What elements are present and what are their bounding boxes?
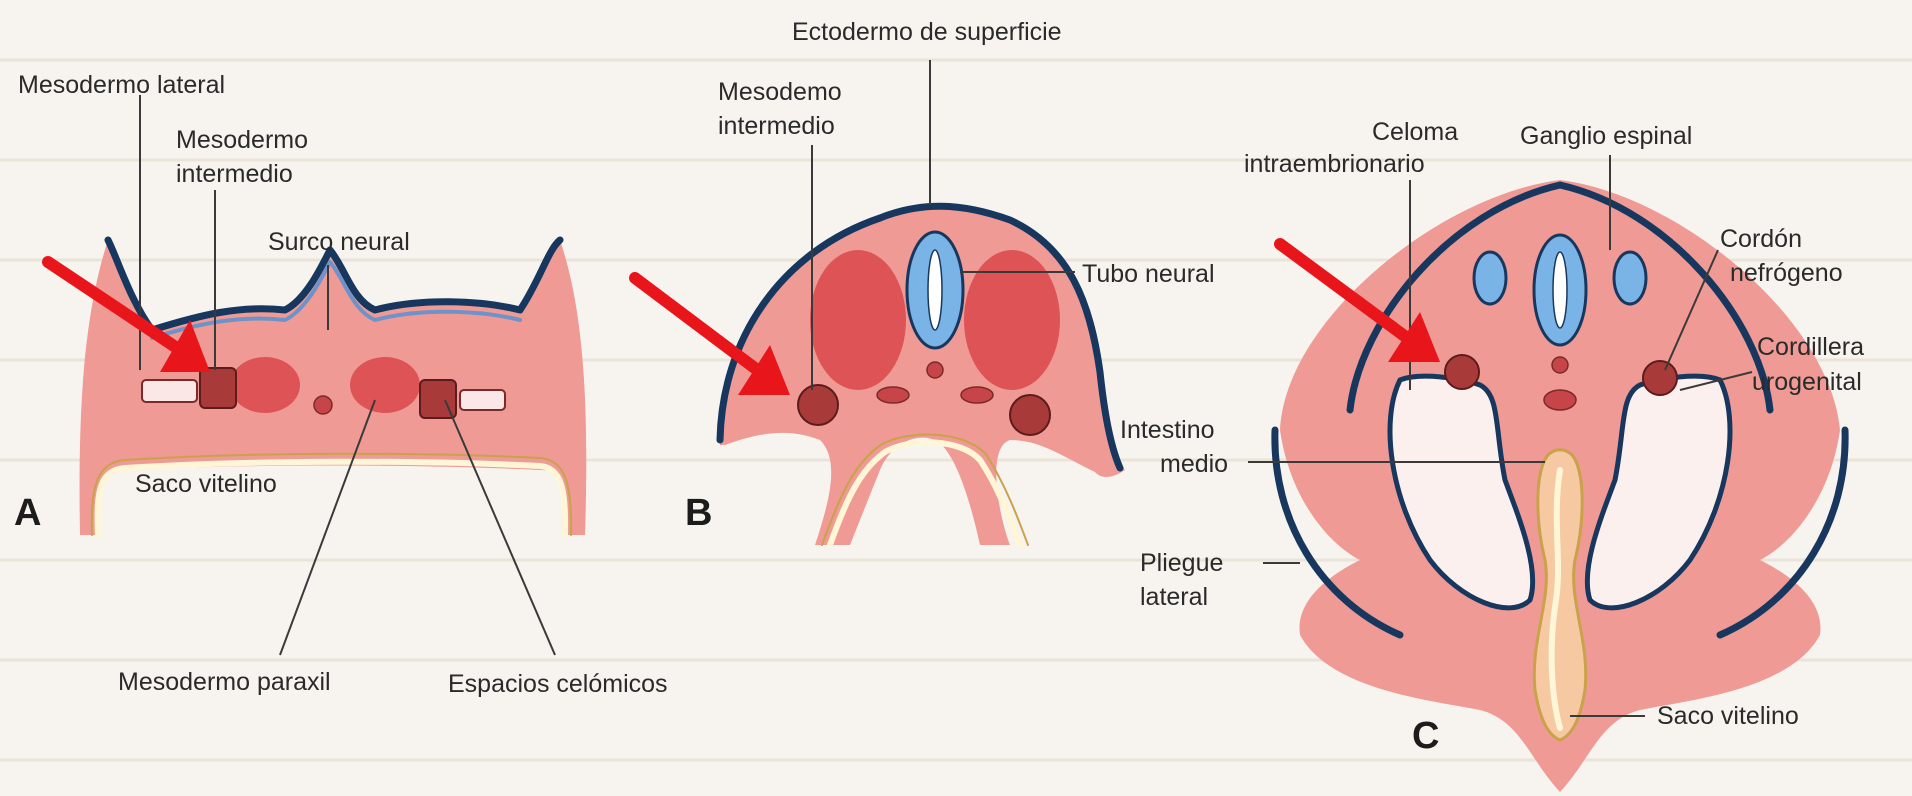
label-cordillera-2: urogenital (1752, 368, 1862, 396)
label-saco-vitelino-c: Saco vitelino (1657, 702, 1799, 730)
panel-c-ganglion-right (1614, 252, 1646, 304)
panel-b-notochord (927, 362, 943, 378)
panel-letter-b: B (685, 492, 712, 534)
label-mesodemo-intermedio-2: intermedio (718, 112, 835, 140)
label-surco-neural: Surco neural (268, 228, 410, 256)
label-cordillera-1: Cordillera (1757, 333, 1864, 361)
label-tubo-neural: Tubo neural (1082, 260, 1215, 288)
label-saco-vitelino-a: Saco vitelino (135, 470, 277, 498)
arrow-b-shaft (635, 278, 760, 372)
label-celoma-2: intraembrionario (1244, 150, 1425, 178)
panel-letter-c: C (1412, 715, 1439, 757)
panel-a-coelomic-space-right (460, 390, 505, 410)
panel-b-intermediate-right (1010, 395, 1050, 435)
label-celoma-1: Celoma (1372, 118, 1458, 146)
panel-c-neural-tube-lumen (1553, 252, 1567, 328)
label-pliegue-1: Pliegue (1140, 549, 1223, 577)
panel-b: Ectodermo de superficie Mesodemo interme… (635, 18, 1215, 545)
label-mesodermo-intermedio-1: Mesodermo (176, 126, 308, 154)
panel-letter-a: A (14, 492, 41, 534)
panel-b-intermediate-left (798, 385, 838, 425)
panel-b-aorta-right (961, 387, 993, 403)
label-mesodemo-intermedio-1: Mesodemo (718, 78, 842, 106)
label-pliegue-2: lateral (1140, 583, 1208, 611)
panel-b-aorta-left (877, 387, 909, 403)
panel-a: Mesodermo lateral Mesodermo intermedio S… (14, 71, 668, 698)
panel-a-notochord (314, 396, 332, 414)
panel-c-nephro-right (1643, 361, 1677, 395)
label-mesodermo-paraxil: Mesodermo paraxil (118, 668, 331, 696)
panel-b-paraxial-left (810, 250, 906, 390)
label-ganglio-espinal: Ganglio espinal (1520, 122, 1692, 150)
panel-c-notochord (1552, 357, 1568, 373)
label-cordon-1: Cordón (1720, 225, 1802, 253)
panel-b-neural-tube-lumen (928, 250, 942, 330)
panel-a-paraxial-left (230, 357, 300, 413)
panel-a-paraxial-right (350, 357, 420, 413)
label-espacios-celomicos: Espacios celómicos (448, 670, 668, 698)
label-intestino-1: Intestino (1120, 416, 1215, 444)
label-mesodermo-lateral: Mesodermo lateral (18, 71, 225, 99)
panel-a-coelomic-space-left (142, 380, 197, 402)
label-intestino-2: medio (1160, 450, 1228, 478)
label-ectodermo-superficie: Ectodermo de superficie (792, 18, 1062, 46)
panel-a-intermediate-left (200, 368, 236, 408)
panel-c: Celoma intraembrionario Ganglio espinal … (1120, 118, 1864, 792)
panel-c-nephro-left (1445, 355, 1479, 389)
panel-c-aorta (1544, 390, 1576, 410)
label-mesodermo-intermedio-2: intermedio (176, 160, 293, 188)
panel-c-ganglion-left (1474, 252, 1506, 304)
label-cordon-2: nefrógeno (1730, 259, 1843, 287)
